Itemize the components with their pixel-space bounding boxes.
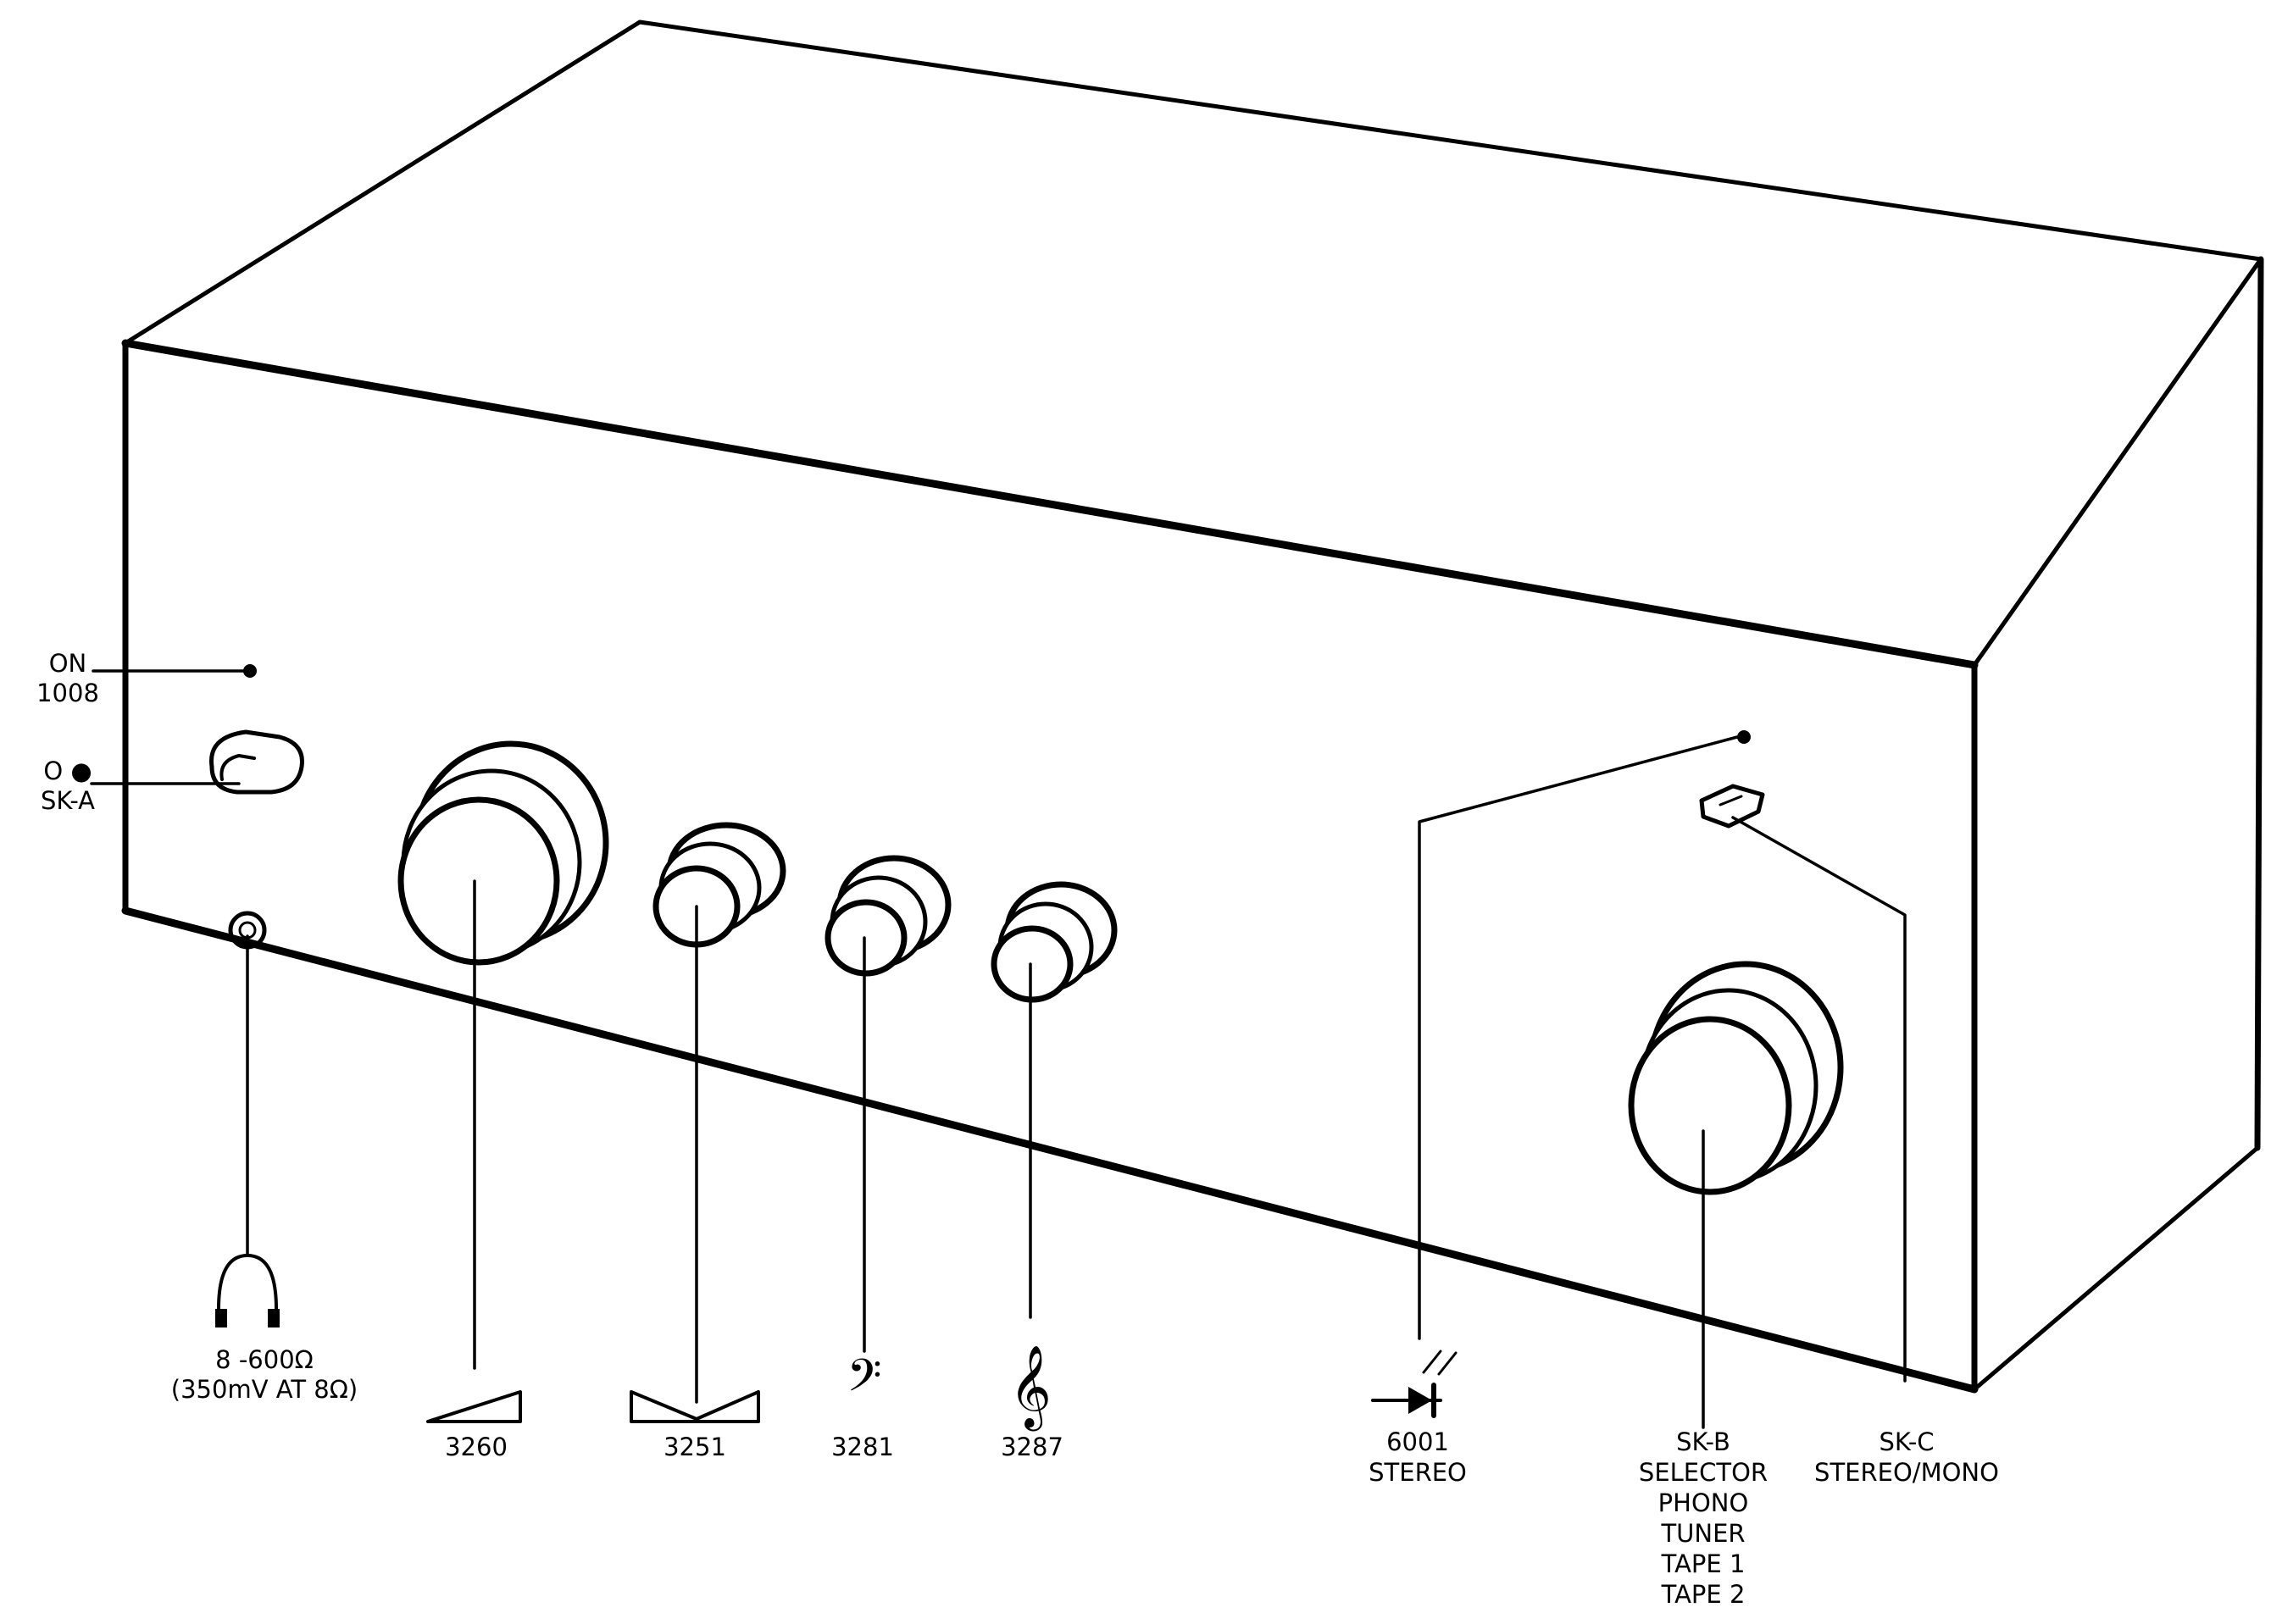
- balance-knob[interactable]: [652, 822, 786, 1404]
- label-stereo-led: 6001 STEREO: [1369, 1427, 1467, 1487]
- headphone-label-2: (350mV AT 8Ω): [171, 1375, 358, 1404]
- label-mode-switch: SK-C STEREO/MONO: [1814, 1427, 1999, 1487]
- power-switch-label-2: SK-A: [41, 786, 95, 815]
- rocker-switch-icon[interactable]: [1699, 784, 1907, 1383]
- bass-label: 3281: [831, 1433, 894, 1461]
- headphone-jack[interactable]: [228, 911, 267, 1255]
- balance-label: 3251: [664, 1433, 726, 1461]
- led-diode-icon: [1371, 1350, 1458, 1418]
- treble-clef-icon: 𝄞: [1009, 1344, 1052, 1431]
- treble-label: 3287: [1001, 1433, 1063, 1461]
- bass-clef-icon: 𝄢: [847, 1350, 881, 1413]
- power-indicator: [92, 664, 257, 678]
- mode-switch-label-1: SK-C: [1879, 1427, 1934, 1456]
- treble-knob[interactable]: [991, 881, 1118, 1319]
- headphone-label-1: 8 -600Ω: [215, 1345, 314, 1374]
- volume-label: 3260: [445, 1433, 508, 1461]
- selector-label-6: TAPE 2: [1661, 1580, 1746, 1609]
- toggle-switch-icon[interactable]: [90, 729, 304, 795]
- selector-label-4: TUNER: [1660, 1519, 1745, 1548]
- cabinet: [121, 19, 2264, 1394]
- selector-label-2: SELECTOR: [1639, 1458, 1768, 1487]
- label-selector: SK-B SELECTOR PHONO TUNER TAPE 1 TAPE 2: [1639, 1427, 1768, 1609]
- selector-knob[interactable]: [1628, 961, 1844, 1429]
- stereo-led-label-1: 6001: [1386, 1427, 1449, 1456]
- headphones-icon: [215, 1254, 280, 1327]
- label-power-switch: O ● SK-A: [41, 757, 95, 815]
- volume-wedge-icon: [426, 1390, 522, 1423]
- label-headphone: 8 -600Ω (350mV AT 8Ω): [171, 1345, 358, 1404]
- selector-label-5: TAPE 1: [1661, 1549, 1746, 1578]
- power-indicator-label-1: ON: [49, 649, 87, 678]
- power-indicator-label-2: 1008: [36, 679, 99, 707]
- label-power-indicator: ON 1008: [36, 649, 99, 707]
- volume-knob[interactable]: [397, 740, 609, 1370]
- power-switch-label-1: O ●: [43, 757, 92, 785]
- mode-switch-label-2: STEREO/MONO: [1814, 1458, 1999, 1487]
- balance-icon: [630, 1390, 760, 1423]
- bass-knob[interactable]: [825, 855, 952, 1353]
- selector-label-1: SK-B: [1676, 1427, 1730, 1456]
- selector-label-3: PHONO: [1658, 1488, 1749, 1517]
- stereo-led-label-2: STEREO: [1369, 1458, 1467, 1487]
- stereo-led: [1418, 730, 1751, 1340]
